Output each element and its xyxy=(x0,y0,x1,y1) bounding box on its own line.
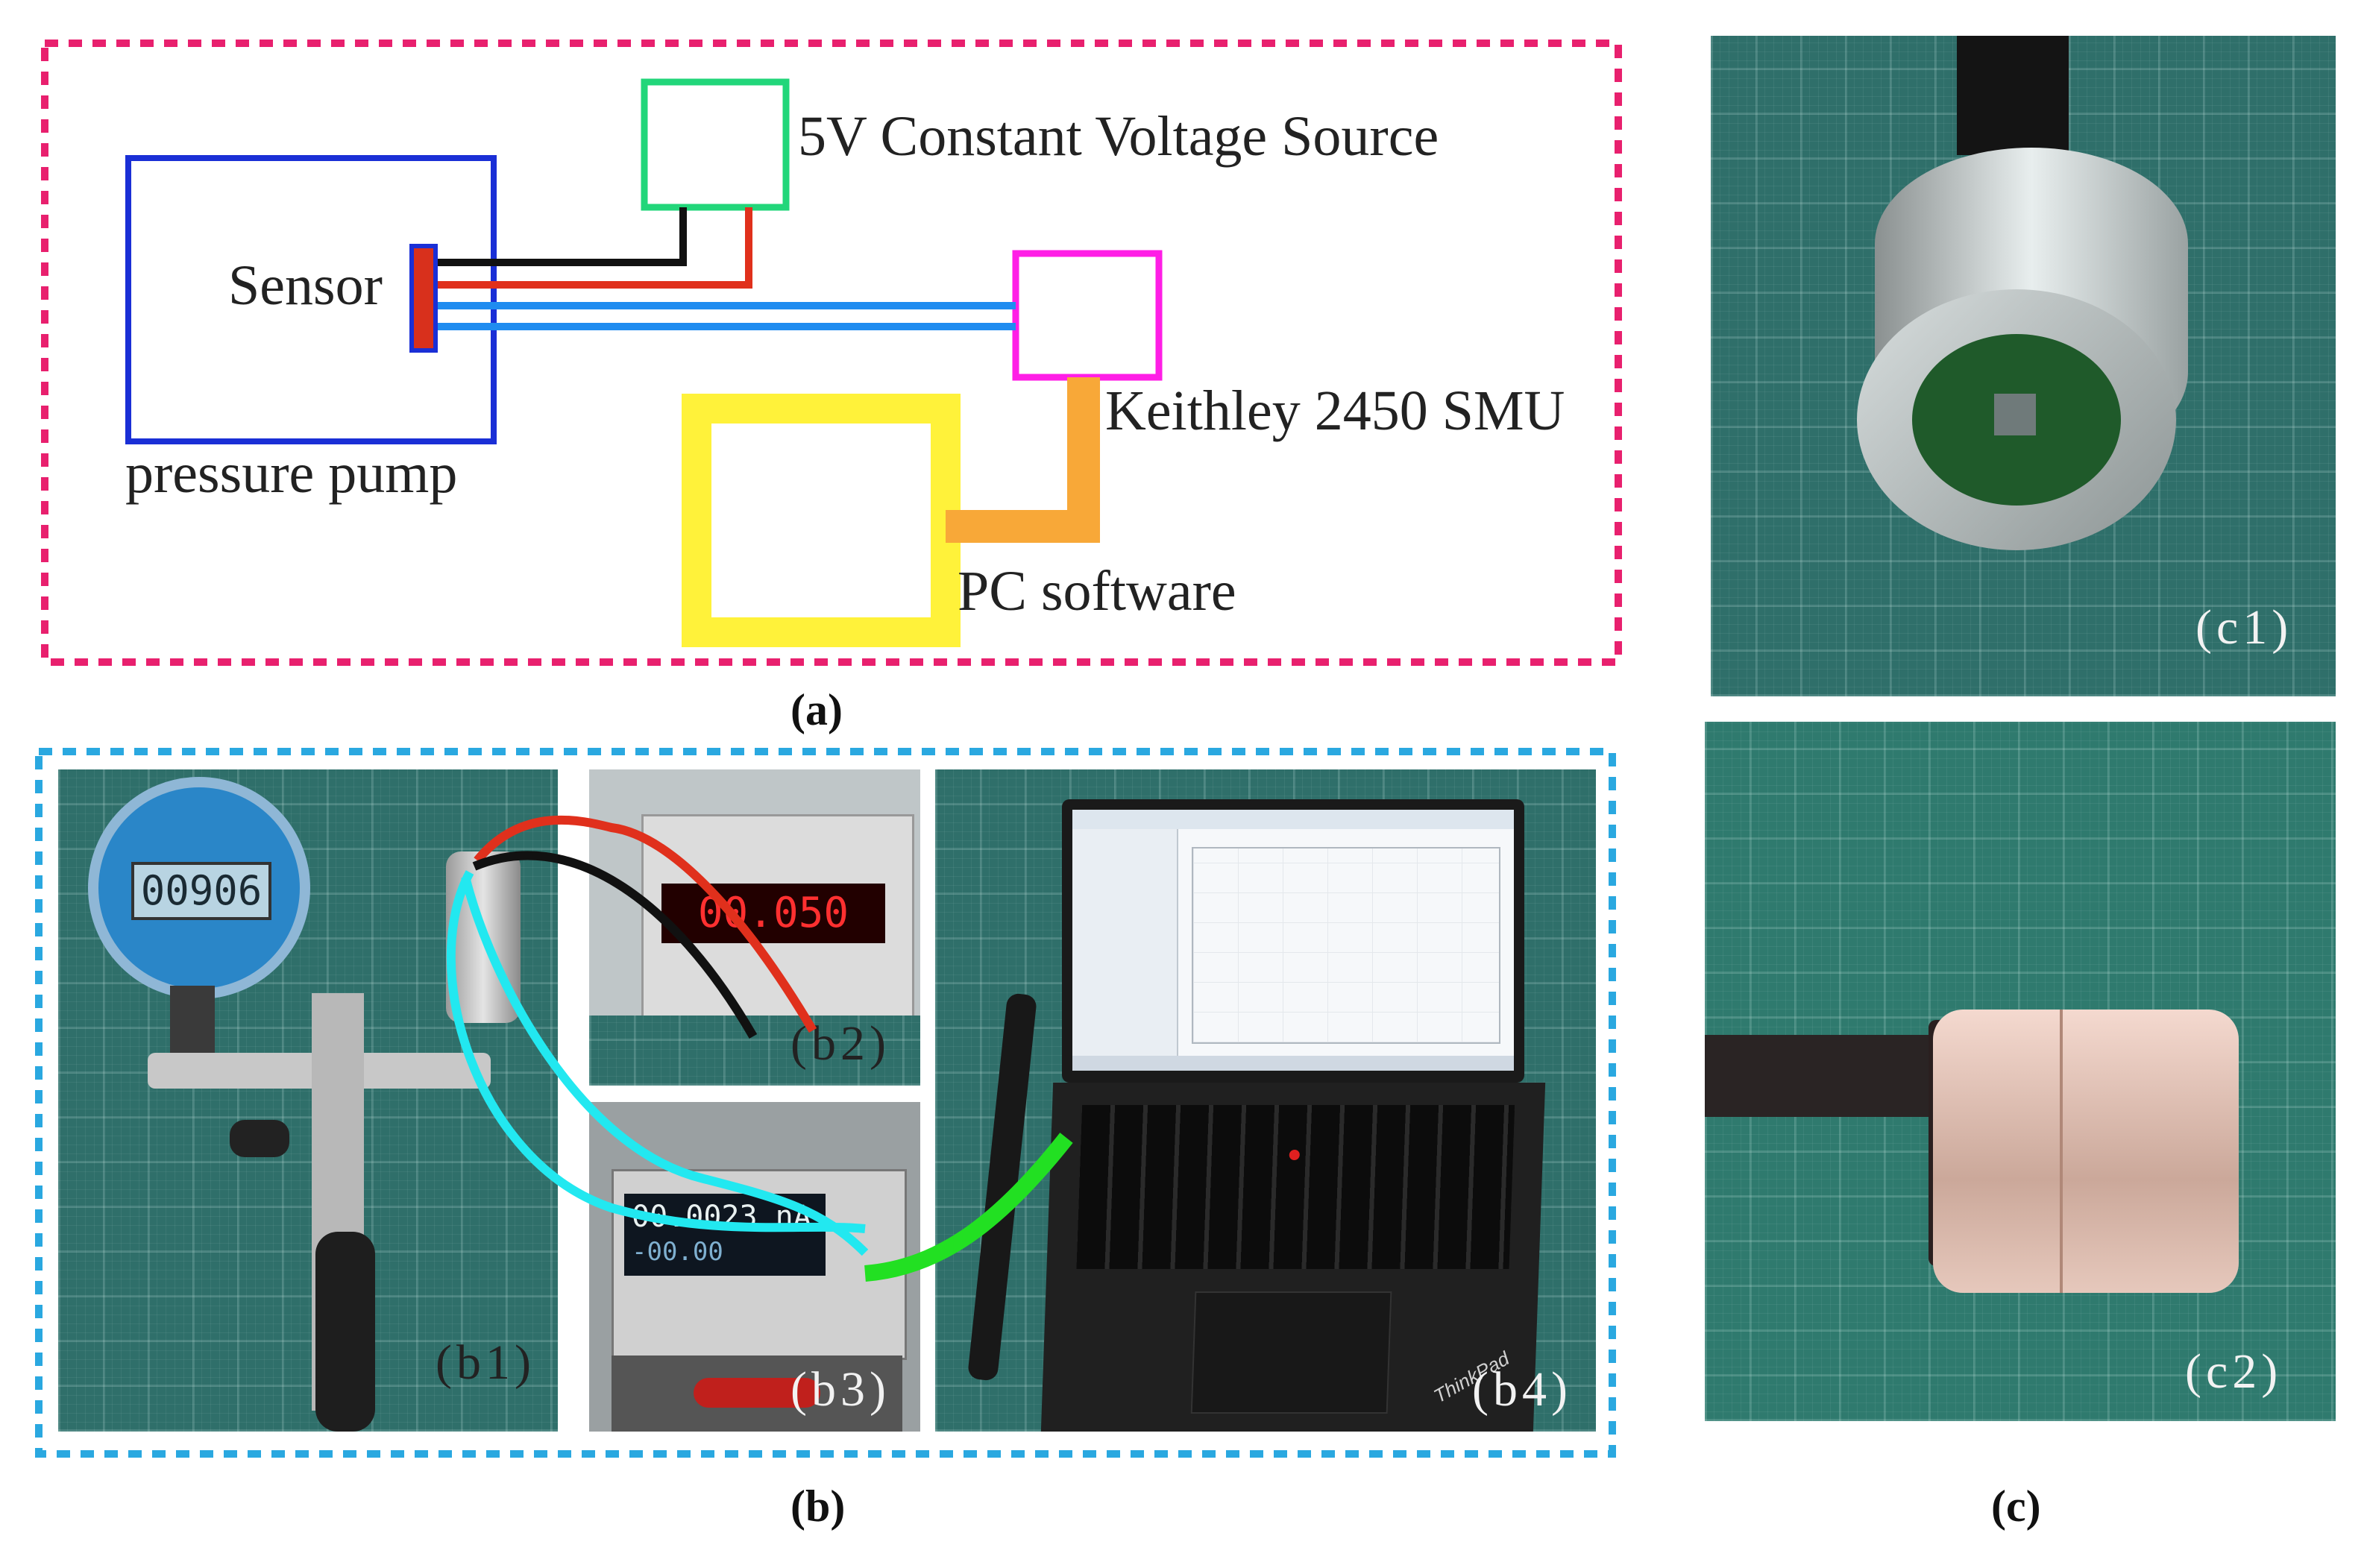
label-c2: (c2) xyxy=(2185,1344,2283,1399)
caption-c: (c) xyxy=(1991,1482,2041,1531)
gauge-display: 00906 xyxy=(131,862,271,920)
sensor-face-ring xyxy=(1857,289,2176,550)
voltage-source-box xyxy=(641,78,790,211)
laptop-keys xyxy=(1076,1105,1515,1269)
pump-knob xyxy=(230,1120,289,1157)
label-c1: (c1) xyxy=(2195,600,2293,655)
touchpad xyxy=(1190,1291,1392,1414)
taskbar xyxy=(1072,1056,1514,1071)
sensor-cable-c2 xyxy=(1705,1035,1951,1117)
software-side-panel xyxy=(1072,829,1178,1056)
caption-a: (a) xyxy=(790,685,843,734)
software-plot-area xyxy=(1192,847,1500,1044)
pcb-board xyxy=(1912,334,2121,506)
wrench-tool xyxy=(966,992,1038,1382)
pc-box xyxy=(682,394,961,647)
sensor-chip xyxy=(1994,394,2036,435)
photo-b4: ThinkPad xyxy=(935,769,1596,1432)
psu-display: 00.050 xyxy=(661,884,885,943)
sensor-label: Sensor xyxy=(228,254,383,317)
smu-label: Keithley 2450 SMU xyxy=(1105,380,1565,442)
panel-b-frame xyxy=(35,748,1616,1458)
software-toolbar xyxy=(1072,810,1514,829)
label-b2: (b2) xyxy=(790,1016,890,1071)
pc-smu-link xyxy=(946,377,1100,543)
pc-label: PC software xyxy=(958,560,1236,623)
sensor-cylinder-c2 xyxy=(1933,1010,2239,1293)
laptop-screen-bezel xyxy=(1062,799,1524,1083)
caption-b: (b) xyxy=(790,1482,846,1531)
pump-label: pressure pump xyxy=(125,442,458,505)
photo-c2 xyxy=(1705,722,2336,1421)
cylinder-seam xyxy=(2060,1010,2063,1293)
sensor-housing xyxy=(446,851,521,1023)
laptop-screen xyxy=(1072,810,1514,1071)
smu-body: 00.0023 nA -00.00 xyxy=(612,1169,907,1360)
laptop-keyboard-deck: ThinkPad xyxy=(1040,1083,1546,1432)
black-power-wire xyxy=(433,207,687,266)
sensor-element xyxy=(409,244,438,353)
psu-body: 00.050 xyxy=(641,814,914,1020)
label-b3: (b3) xyxy=(790,1362,890,1417)
label-b4: (b4) xyxy=(1472,1362,1572,1417)
voltage-source-label: 5V Constant Voltage Source xyxy=(798,105,1439,168)
photo-c1 xyxy=(1711,36,2336,696)
keithley-logo-bar xyxy=(694,1378,820,1408)
pressure-pump-box xyxy=(125,155,497,444)
label-b1: (b1) xyxy=(436,1335,535,1390)
pressure-gauge: 00906 xyxy=(88,777,310,999)
smu-reading-secondary: -00.00 xyxy=(632,1237,723,1267)
smu-box xyxy=(1012,250,1163,381)
sensor-cable-c1 xyxy=(1957,36,2069,155)
pump-handle xyxy=(315,1232,375,1432)
smu-screen: 00.0023 nA -00.00 xyxy=(624,1194,826,1276)
photo-b1: 00906 xyxy=(58,769,558,1432)
smu-stand xyxy=(612,1356,902,1432)
smu-reading: 00.0023 nA xyxy=(632,1200,811,1234)
red-power-wire xyxy=(433,207,752,289)
